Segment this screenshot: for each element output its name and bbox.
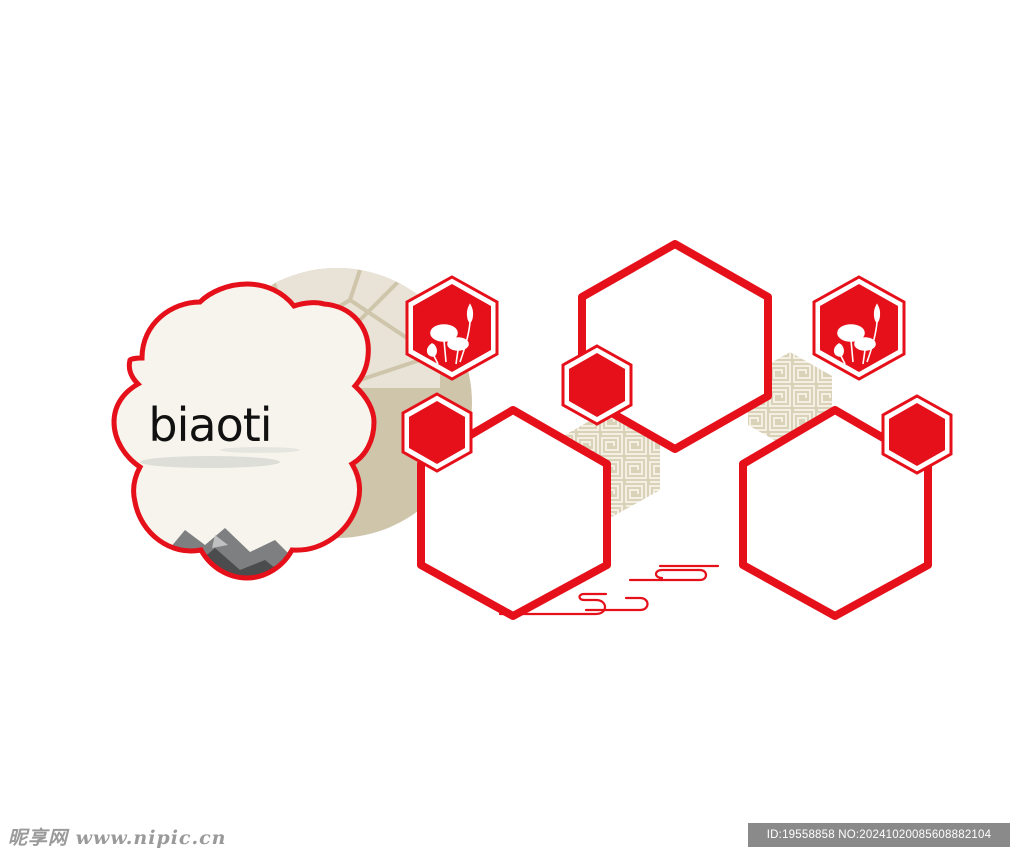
watermark-brand: 昵享网 www.nipic.cn	[8, 827, 227, 849]
hexagon-frame-left	[417, 406, 611, 620]
small-red-hexagon-1	[561, 344, 633, 426]
watermark-id: ID:19558858 NO:20241020085608882104	[748, 823, 1010, 847]
small-red-hexagon-2	[401, 392, 473, 473]
small-red-hexagon-3	[881, 394, 953, 475]
lotus-icon	[812, 275, 906, 381]
page-title: biaoti	[148, 398, 272, 452]
auspicious-cloud-icon	[498, 564, 720, 616]
lotus-icon	[405, 275, 499, 381]
